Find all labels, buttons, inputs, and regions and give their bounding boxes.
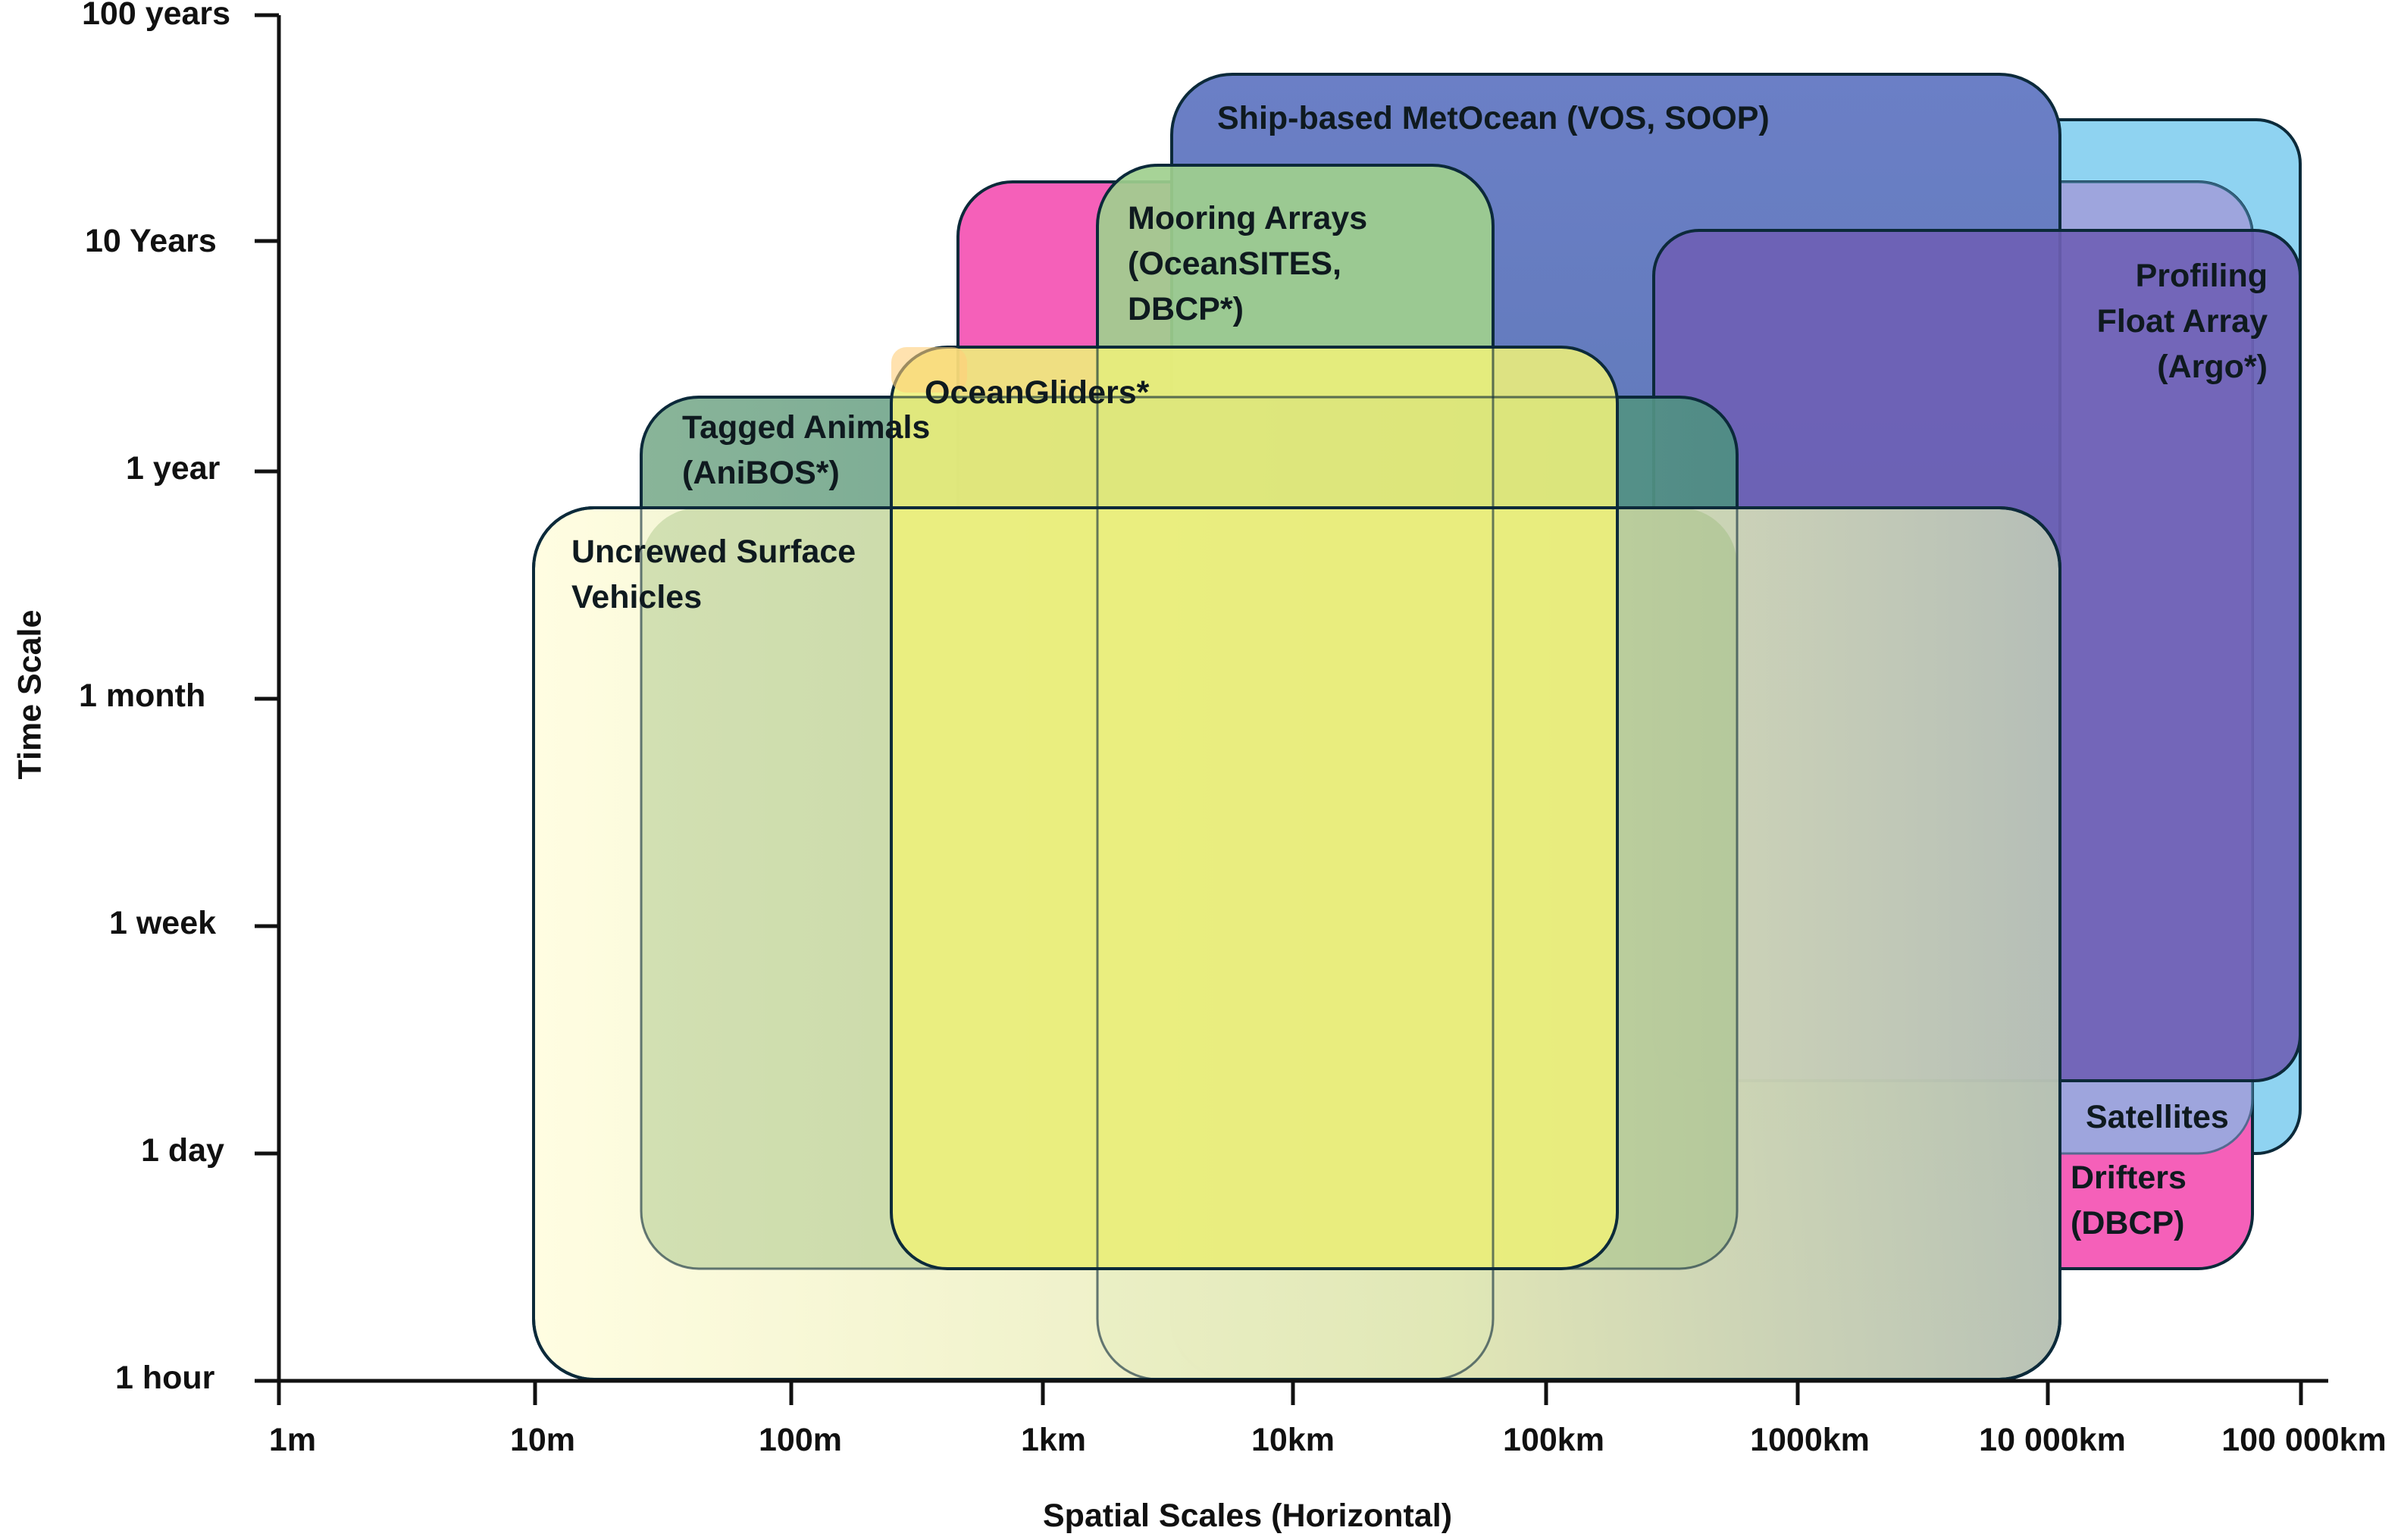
x-tick-label: 10 000km: [1979, 1422, 2126, 1458]
label-line: (DBCP): [2071, 1205, 2185, 1241]
x-tick-label: 10m: [509, 1422, 576, 1458]
y-axis-title: Time Scale: [11, 609, 49, 780]
x-tick-label: 100 000km: [2221, 1422, 2387, 1458]
label-usv: Uncrewed Surface Vehicles: [571, 529, 856, 620]
label-drifters: Drifters (DBCP): [2071, 1155, 2187, 1246]
box-drifters-corner: [891, 347, 967, 393]
label-line: Satellites: [2086, 1099, 2229, 1135]
label-line: OceanGliders*: [925, 374, 1150, 411]
x-tick-marks: [277, 1381, 2303, 1405]
label-profiling: Profiling Float Array (Argo*): [2097, 253, 2268, 390]
y-tick-marks: [255, 13, 279, 1383]
label-line: Vehicles: [571, 579, 703, 615]
label-satellites: Satellites: [2086, 1094, 2229, 1140]
x-tick-label: 100m: [759, 1422, 842, 1458]
x-axis-title: Spatial Scales (Horizontal): [1043, 1498, 1453, 1534]
box-gliders: [890, 346, 1619, 1270]
label-line: (Argo*): [2157, 349, 2268, 385]
y-tick-label: 1 month: [79, 678, 206, 714]
label-mooring: Mooring Arrays (OceanSITES, DBCP*): [1128, 196, 1367, 332]
tagged-outline: [640, 396, 1739, 1270]
label-line: Profiling: [2135, 258, 2268, 294]
label-line: DBCP*): [1128, 291, 1244, 327]
x-tick-label: 10km: [1251, 1422, 1335, 1458]
y-tick-label: 1 hour: [115, 1360, 215, 1396]
y-tick-label: 10 Years: [85, 223, 217, 259]
label-line: Tagged Animals: [682, 409, 931, 446]
y-tick-label: 1 year: [126, 450, 221, 487]
label-line: Uncrewed Surface: [571, 534, 856, 570]
label-line: (AniBOS*): [682, 455, 840, 491]
label-tagged: Tagged Animals (AniBOS*): [682, 405, 930, 496]
y-tick-label: 1 week: [109, 905, 217, 941]
label-line: Drifters: [2071, 1160, 2187, 1196]
x-tick-label: 1m: [268, 1422, 317, 1458]
x-tick-label: 100km: [1503, 1422, 1604, 1458]
label-ship: Ship-based MetOcean (VOS, SOOP): [1217, 95, 1770, 141]
x-tick-label: 1000km: [1750, 1422, 1870, 1458]
label-line: Float Array: [2096, 303, 2268, 340]
y-tick-label: 1 day: [141, 1132, 224, 1169]
label-line: Ship-based MetOcean (VOS, SOOP): [1217, 100, 1770, 136]
label-gliders: OceanGliders*: [925, 370, 1149, 415]
y-tick-label: 100 years: [82, 0, 231, 32]
x-tick-label: 1km: [1020, 1422, 1087, 1458]
label-line: (OceanSITES,: [1128, 246, 1341, 282]
label-line: Mooring Arrays: [1128, 200, 1368, 236]
